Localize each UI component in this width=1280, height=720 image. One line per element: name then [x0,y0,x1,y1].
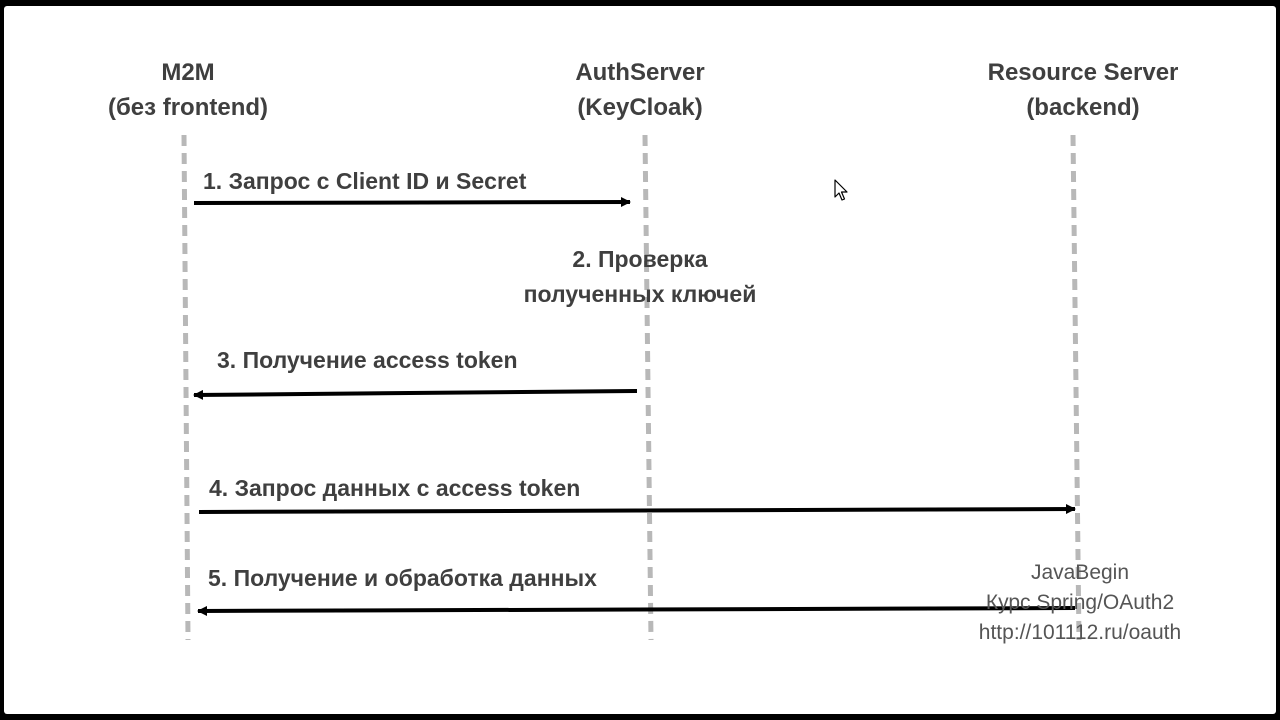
actor-auth-server-subtitle: (KeyCloak) [577,94,702,121]
lifeline-m2m [181,134,191,641]
message-step-2-label-line-2: полученных ключей [524,281,757,307]
actor-m2m-name: M2M [161,59,214,86]
watermark-line-2: Курс Spring/OAuth2 [986,591,1174,614]
message-step-5-arrow [197,605,1076,616]
message-step-3-arrow [193,389,638,400]
message-step-4-label: 4. Запрос данных с access token [209,475,580,501]
lifeline-auth-server [642,134,654,641]
actor-m2m-subtitle: (без frontend) [108,94,268,121]
watermark-line-3: http://101112.ru/oauth [979,621,1181,644]
message-step-5-label: 5. Получение и обработка данных [208,565,597,591]
message-step-2-label-line-1: 2. Проверка [572,246,707,272]
watermark-line-1: JavaBegin [1031,561,1129,584]
lifeline-resource-server [1070,134,1082,641]
message-step-1-arrow [193,197,631,208]
actor-auth-server-name: AuthServer [575,59,704,86]
message-step-4-arrow [198,504,1076,515]
message-step-1-label: 1. Запрос с Client ID и Secret [203,168,527,194]
slide [4,6,1276,714]
message-step-3-label: 3. Получение access token [217,347,518,373]
mouse-pointer-icon [834,179,848,201]
actor-resource-server-name: Resource Server [988,59,1179,86]
actor-resource-server-subtitle: (backend) [1026,94,1139,121]
